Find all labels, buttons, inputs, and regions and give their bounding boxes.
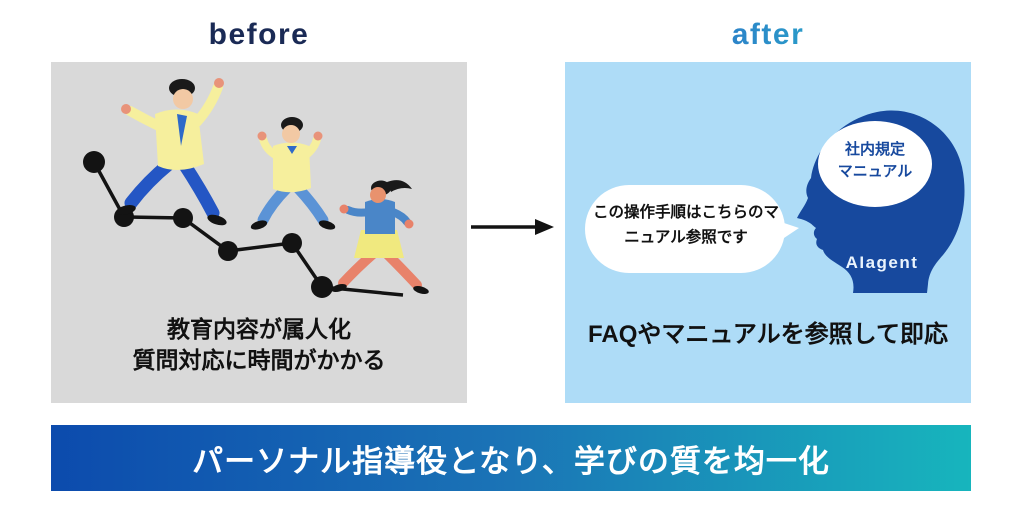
before-caption-line1: 教育内容が属人化 xyxy=(167,316,351,342)
speech-bubble-line1: この操作手順はこちらのマ xyxy=(592,204,779,221)
before-to-after-arrow xyxy=(469,216,557,238)
brain-label-line2: マニュアル xyxy=(837,163,913,180)
after-panel: この操作手順はこちらのマ ニュアル参照です 社内規定 マニュアル AIagent… xyxy=(565,62,971,403)
after-heading: after xyxy=(565,16,971,54)
after-caption: FAQやマニュアルを参照して即応 xyxy=(588,321,948,348)
banner-text: パーソナル指導役となり、学びの質を均一化 xyxy=(192,443,830,479)
agent-name-label: AIagent xyxy=(845,253,919,272)
chart-dots xyxy=(83,151,333,298)
runner-second-illustration xyxy=(250,117,336,230)
runner-leader-illustration xyxy=(116,78,227,226)
brain-label: 社内規定 マニュアル xyxy=(815,139,935,183)
speech-bubble-text: この操作手順はこちらのマ ニュアル参照です xyxy=(589,200,783,250)
brain-label-line1: 社内規定 xyxy=(844,141,905,158)
before-caption-line2: 質問対応に時間がかかる xyxy=(132,347,386,373)
speech-bubble-line2: ニュアル参照です xyxy=(624,229,748,246)
bottom-banner: パーソナル指導役となり、学びの質を均一化 xyxy=(51,425,971,491)
before-caption: 教育内容が属人化 質問対応に時間がかかる xyxy=(51,314,467,376)
before-panel: 教育内容が属人化 質問対応に時間がかかる xyxy=(51,62,467,403)
brain-circle xyxy=(818,121,932,207)
declining-chart-runners-illustration xyxy=(83,78,429,298)
runner-third-illustration xyxy=(331,180,429,294)
ai-head-illustration xyxy=(585,110,965,293)
speech-bubble xyxy=(585,185,799,273)
before-heading: before xyxy=(208,18,310,51)
right-arrow-icon xyxy=(471,219,554,235)
